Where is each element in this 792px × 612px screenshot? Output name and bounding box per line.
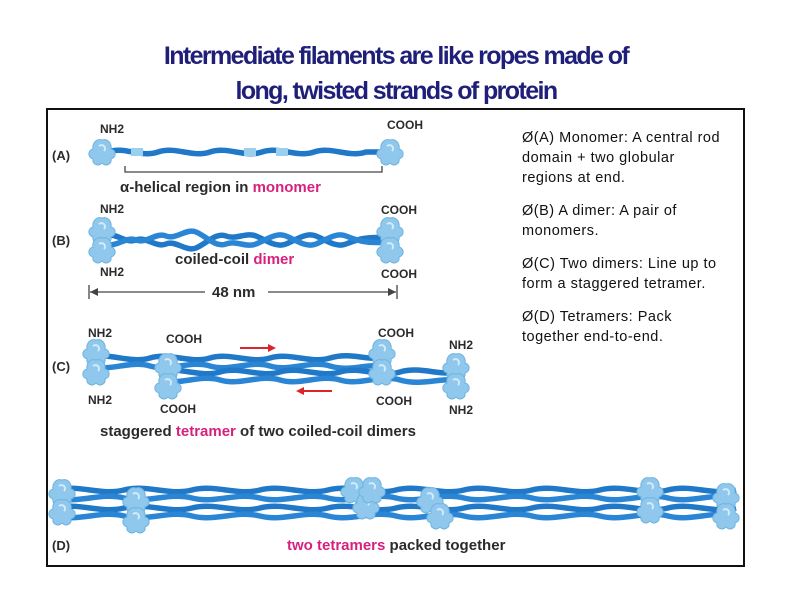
panel-b-caption: coiled-coil dimer <box>175 251 294 268</box>
note-dimer: Ø(B) A dimer: A pair of monomers. <box>522 203 677 239</box>
dimer-head-icon <box>87 236 117 264</box>
packed-globule-icon <box>121 506 151 534</box>
panel-d-caption: two tetramers packed together <box>287 537 506 554</box>
packed-tetramer-strands <box>55 485 737 521</box>
packed-globule-icon <box>357 476 387 504</box>
tetramer-strands <box>93 353 456 385</box>
packed-globule-icon <box>635 496 665 524</box>
panel-b-nh2-top: NH2 <box>100 202 124 216</box>
panel-c-cooh-bottom-left: COOH <box>160 402 196 416</box>
panel-b-cooh-bottom: COOH <box>381 267 417 281</box>
monomer-linker <box>131 148 143 156</box>
note-monomer: Ø(A) Monomer: A central rod domain + two… <box>522 130 721 186</box>
dimer-coiled-coil <box>104 228 387 252</box>
figure-frame <box>46 108 745 567</box>
slide-title-line-2: long, twisted strands of protein <box>235 77 558 105</box>
length-scale-bar <box>88 285 398 299</box>
panel-a-letter: (A) <box>52 148 70 163</box>
panel-a-caption: α-helical region in monomer <box>120 179 321 196</box>
panel-c-caption: staggered tetramer of two coiled-coil di… <box>100 423 416 440</box>
panel-d-letter: (D) <box>52 538 70 553</box>
panel-a: (A) NH2 COOH α-helical region in monomer <box>52 118 423 196</box>
slide-title-line-1: Intermediate filaments are like ropes ma… <box>163 42 630 70</box>
panel-b-cooh-top: COOH <box>381 203 417 217</box>
tetramer-head-icon <box>153 372 183 400</box>
panel-b-letter: (B) <box>52 233 70 248</box>
panel-c-letter: (C) <box>52 359 70 374</box>
panel-c-nh2-bottom-left: NH2 <box>88 393 112 407</box>
globular-head-icon <box>87 138 117 166</box>
panel-c-nh2-bottom-right: NH2 <box>449 403 473 417</box>
monomer-linker <box>276 148 288 156</box>
panel-c-nh2-top-right: NH2 <box>449 338 473 352</box>
panel-d: (D) two tetramers packed together <box>47 476 741 554</box>
explanation-notes: Ø(A) Monomer: A central rod domain + two… <box>522 128 727 360</box>
note-packing: Ø(D) Tetramers: Pack together end-to-end… <box>522 309 672 345</box>
monomer-linker <box>244 148 256 156</box>
length-label: 48 nm <box>212 284 255 301</box>
direction-arrow-left-icon <box>296 387 332 395</box>
helical-region-bracket <box>124 166 383 173</box>
note-tetramer: Ø(C) Two dimers: Line up to form a stagg… <box>522 256 717 292</box>
panel-b-nh2-bottom: NH2 <box>100 265 124 279</box>
panel-b: (B) NH2 COOH NH2 COOH coiled-coil dimer … <box>52 202 417 301</box>
monomer-helix <box>105 147 389 157</box>
panel-c-cooh-top-left: COOH <box>166 332 202 346</box>
globular-tail-icon <box>375 138 405 166</box>
panel-c-cooh-top-right: COOH <box>378 326 414 340</box>
panel-a-cooh-label: COOH <box>387 118 423 132</box>
tetramer-head-icon <box>81 358 111 386</box>
panel-c-nh2-top-left: NH2 <box>88 326 112 340</box>
direction-arrow-right-icon <box>240 344 276 352</box>
packed-globule-icon <box>47 498 77 526</box>
panel-c: (C) NH2 COOH COOH NH2 NH2 COOH COOH NH2 <box>52 326 473 440</box>
panel-a-nh2-label: NH2 <box>100 122 124 136</box>
panel-c-cooh-bottom-right: COOH <box>376 394 412 408</box>
